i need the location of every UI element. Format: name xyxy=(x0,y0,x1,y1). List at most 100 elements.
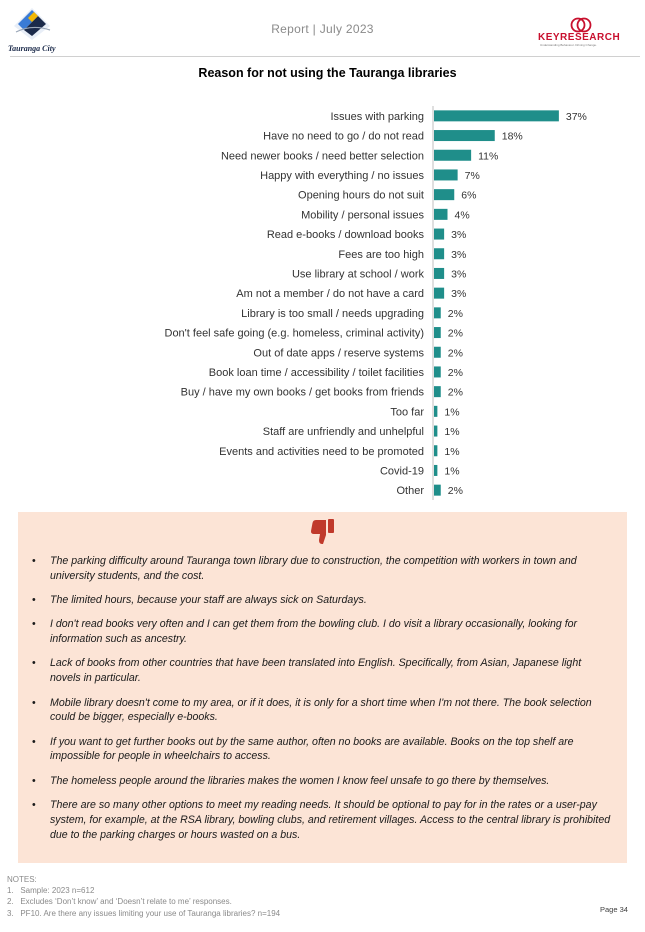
data-label: 11% xyxy=(478,150,498,162)
keyresearch-logo: KEYRESEARCH Understanding Behaviour. Dri… xyxy=(536,16,626,48)
category-label: Happy with everything / no issues xyxy=(260,170,424,182)
category-label: Use library at school / work xyxy=(292,268,425,280)
bullet-icon: • xyxy=(32,555,36,567)
report-title: Report | July 2023 xyxy=(271,22,374,36)
bullet-icon: • xyxy=(32,799,36,812)
bar xyxy=(434,169,458,181)
note-item: 3. PF10. Are there any issues limiting y… xyxy=(7,908,281,918)
bar xyxy=(434,307,441,319)
data-label: 2% xyxy=(448,387,463,399)
category-label: Buy / have my own books / get books from… xyxy=(181,387,425,399)
bullet-icon: • xyxy=(32,657,36,670)
page-header: Tauranga City Report | July 2023 KEYRESE… xyxy=(0,0,645,58)
bar xyxy=(434,110,559,122)
category-label: Other xyxy=(396,485,424,497)
data-label: 2% xyxy=(448,308,463,320)
bar xyxy=(434,425,438,437)
bar-chart: Issues with parking 37% Have no need to go… xyxy=(0,96,645,506)
bar xyxy=(434,149,472,161)
thumbs-down-icon xyxy=(310,518,336,546)
note-item: 1. Sample: 2023 n=612 xyxy=(7,886,95,896)
category-label: Covid-19 xyxy=(380,465,424,477)
data-label: 3% xyxy=(451,249,466,261)
category-label: Mobility / personal issues xyxy=(301,209,424,221)
category-label: Have no need to go / do not read xyxy=(263,131,424,143)
bar xyxy=(434,228,445,240)
category-label: Staff are unfriendly and unhelpful xyxy=(263,426,424,438)
brand-name: KEYRESEARCH xyxy=(538,32,621,43)
category-label: Read e-books / download books xyxy=(267,229,425,241)
quote-text: There are so many other options to meet … xyxy=(50,799,611,841)
quote-list: • The parking difficulty around Tauranga … xyxy=(32,554,612,852)
bar xyxy=(434,464,438,476)
chart-title: Reason for not using the Tauranga librar… xyxy=(198,66,457,80)
category-label: Book loan time / accessibility / toilet … xyxy=(209,367,425,379)
bar xyxy=(434,130,495,142)
data-label: 3% xyxy=(451,268,466,280)
bar xyxy=(434,386,441,398)
quote-text: The parking difficulty around Tauranga t… xyxy=(50,555,577,582)
data-label: 7% xyxy=(465,170,480,182)
bar xyxy=(434,189,455,201)
quote-item: • If you want to get further books out by… xyxy=(32,735,612,765)
bullet-icon: • xyxy=(32,774,36,787)
bar xyxy=(434,327,441,339)
category-label: Fees are too high xyxy=(338,249,424,261)
bar xyxy=(434,267,445,279)
data-label: 1% xyxy=(444,446,459,458)
category-label: Too far xyxy=(390,406,424,418)
category-label: Out of date apps / reserve systems xyxy=(253,347,424,359)
data-label: 2% xyxy=(448,485,463,497)
data-label: 18% xyxy=(502,131,523,143)
quote-item: •The limited hours, because your staff a… xyxy=(32,593,612,608)
quote-text: The homeless people around the libraries… xyxy=(50,774,550,787)
page-number: Page 34 xyxy=(600,905,628,914)
quote-item: • I don't read books very often and I can… xyxy=(32,617,612,647)
bullet-icon: • xyxy=(32,696,36,709)
brand-tagline: Understanding Behaviour. Driving Change. xyxy=(540,43,597,47)
category-label: Events and activities need to be promote… xyxy=(219,446,424,458)
bullet-icon: • xyxy=(32,618,36,631)
quote-item: • Lack of books from other countries that… xyxy=(32,656,612,686)
bar xyxy=(434,248,445,260)
data-label: 3% xyxy=(451,229,466,241)
bar xyxy=(434,366,441,378)
data-label: 4% xyxy=(455,209,470,221)
verbatim-quotes-panel: • The parking difficulty around Tauranga … xyxy=(18,512,627,863)
quote-text: If you want to get further books out by … xyxy=(50,735,574,763)
data-label: 3% xyxy=(451,288,466,300)
category-label: Issues with parking xyxy=(330,111,424,123)
bar xyxy=(434,287,445,299)
bar xyxy=(434,208,448,220)
tauranga-city-logo: Tauranga City xyxy=(8,4,66,54)
quote-item: • The parking difficulty around Tauranga … xyxy=(32,554,612,584)
category-label: Opening hours do not suit xyxy=(298,190,424,202)
bar xyxy=(434,405,438,417)
data-label: 2% xyxy=(448,367,463,379)
data-label: 1% xyxy=(444,406,459,418)
data-label: 1% xyxy=(444,426,459,438)
note-item: 2. Excludes ‘Don’t know’ and ‘Doesn’t re… xyxy=(7,897,232,907)
bar xyxy=(434,445,438,457)
data-label: 6% xyxy=(461,190,476,202)
bar xyxy=(434,346,441,358)
quote-item: • The homeless people around the librarie… xyxy=(32,774,612,789)
bullet-icon: • xyxy=(32,735,36,748)
data-label: 37% xyxy=(566,111,587,123)
quote-text: I don't read books very often and I can … xyxy=(50,618,578,646)
header-divider xyxy=(10,56,640,57)
quote-text: Lack of books from other countries that … xyxy=(50,657,582,685)
data-label: 1% xyxy=(444,465,459,477)
category-label: Am not a member / do not have a card xyxy=(236,288,424,300)
quote-item: • Mobile library doesn't come to my area,… xyxy=(32,696,612,726)
org-name: Tauranga City xyxy=(8,44,56,53)
quote-item: • There are so many other options to meet… xyxy=(32,798,612,842)
quote-text: The limited hours, because your staff ar… xyxy=(50,594,367,607)
category-label: Library is too small / needs upgrading xyxy=(241,308,424,320)
data-label: 2% xyxy=(448,328,463,340)
quote-text: Mobile library doesn't come to my area, … xyxy=(50,696,592,724)
bar xyxy=(434,484,441,496)
bar-chart-svg: Issues with parking 37% Have no need to go… xyxy=(165,106,587,500)
